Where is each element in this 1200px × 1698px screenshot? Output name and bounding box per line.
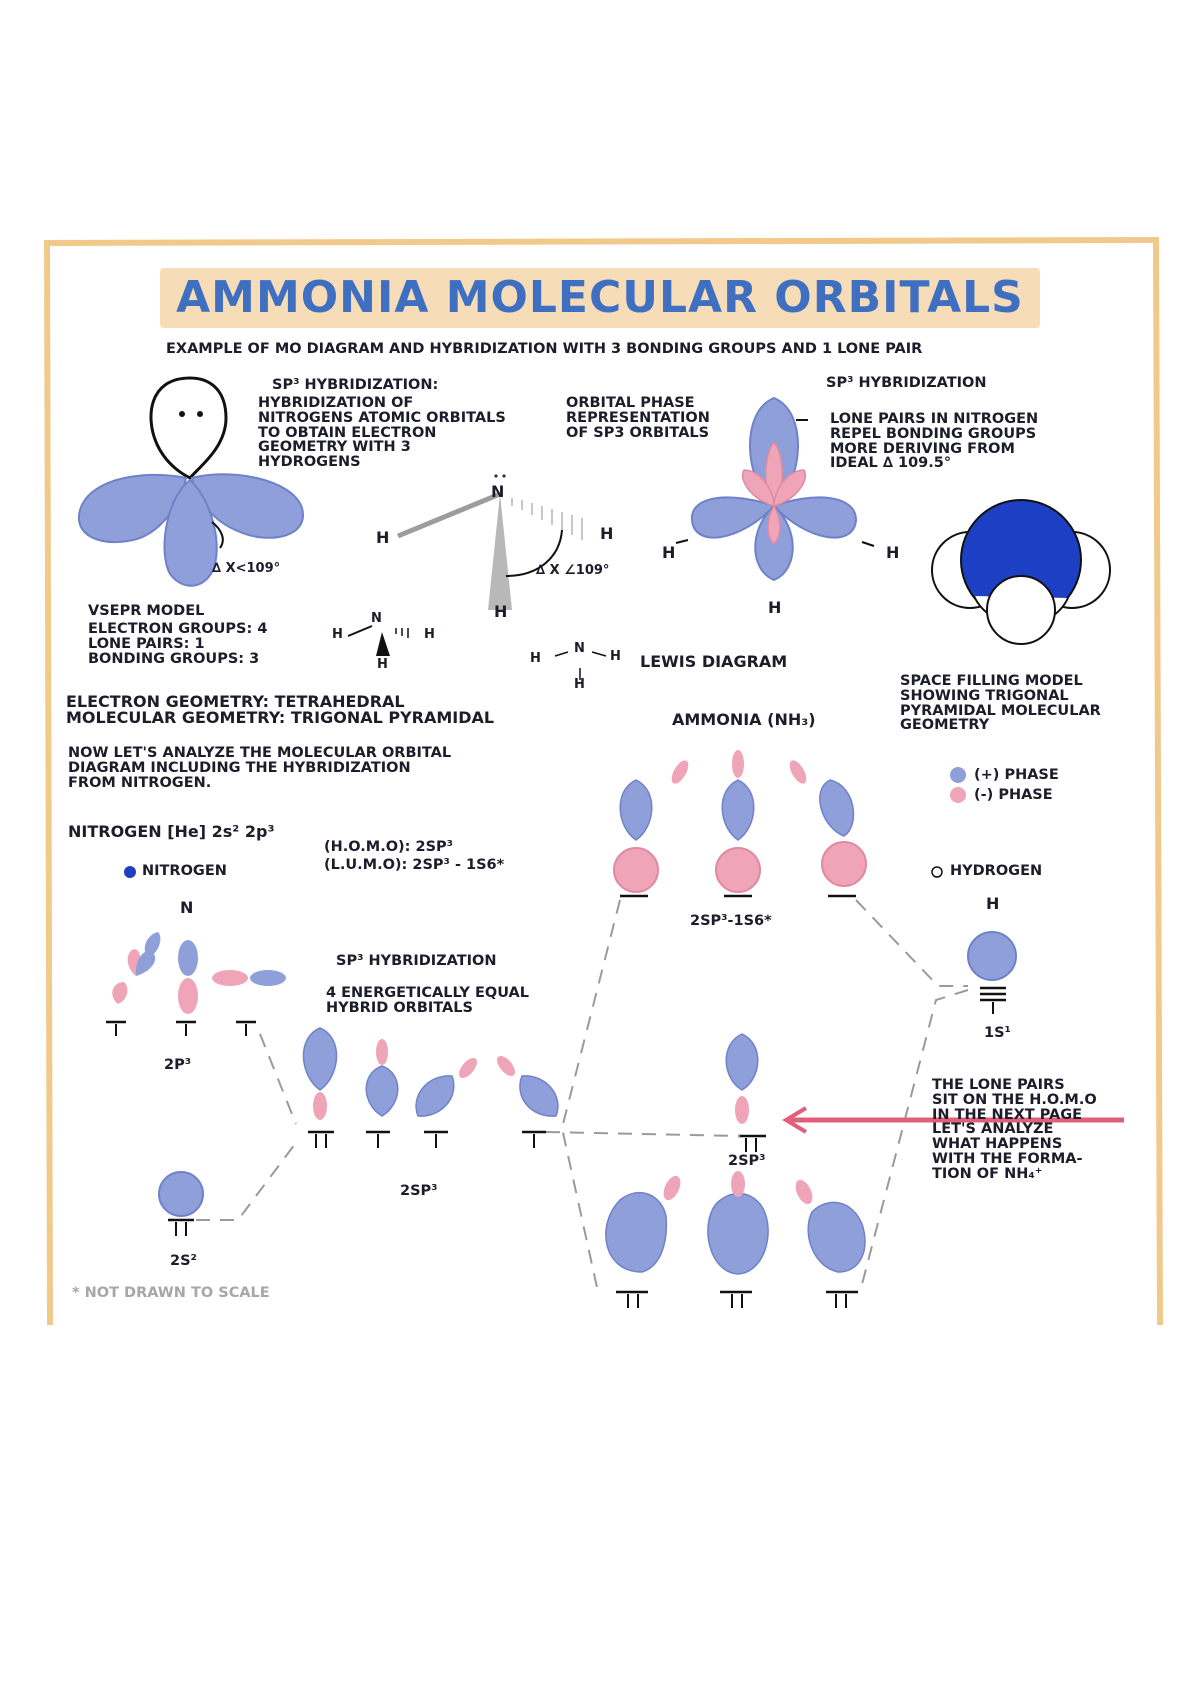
atom-h-left: H: [376, 528, 390, 547]
subtitle: EXAMPLE OF MO DIAGRAM AND HYBRIDIZATION …: [166, 341, 923, 357]
lewis-h-left: H: [530, 651, 541, 666]
atom-h-phase-bottom: H: [768, 598, 782, 617]
wedge-n: N: [371, 611, 382, 626]
lewis-h-bottom: H: [574, 677, 585, 692]
angle-label-center: ∆ X ∠109°: [536, 563, 610, 578]
vsepr-lines: ELECTRON GROUPS: 4 LONE PAIRS: 1 BONDING…: [88, 621, 268, 667]
nitrogen-configuration: NITROGEN [He] 2s² 2p³: [68, 822, 275, 841]
plus-phase-dot: [950, 767, 966, 783]
hydrogen-dot: [931, 866, 943, 878]
antibonding-orbitals: [613, 750, 867, 893]
lumo-label: (L.U.M.O): 2SP³ - 1S6*: [324, 857, 505, 873]
atom-h-phase-right: H: [886, 543, 900, 562]
space-filling-note: SPACE FILLING MODEL SHOWING TRIGONAL PYR…: [900, 673, 1101, 734]
ammonia-label: AMMONIA (NH₃): [672, 710, 816, 729]
lewis-h-right: H: [610, 649, 621, 664]
nitrogen-label: NITROGEN: [142, 863, 227, 879]
small-wedge-structure: [347, 625, 409, 656]
bonding-orbitals: [605, 1171, 866, 1275]
correlation-lines: [196, 899, 969, 1293]
homo-label: (H.O.M.O): 2SP³: [324, 839, 454, 855]
label-2sp3-hybrids: 2SP³: [400, 1183, 438, 1199]
hydrogen-atom-symbol: H: [986, 894, 1000, 913]
label-2p3: 2P³: [164, 1057, 192, 1073]
title-banner: AMMONiA MOLECULAR ORBiTALS: [160, 268, 1040, 328]
sp3-hybrid-orbitals: [302, 1027, 559, 1120]
label-1s1: 1S¹: [984, 1025, 1011, 1041]
lone-pairs-homo-note: THE LONE PAIRS SIT ON THE H.O.M.O IN THE…: [932, 1077, 1097, 1182]
lewis-n: N: [574, 641, 585, 656]
page-title: AMMONiA MOLECULAR ORBiTALS: [176, 272, 1024, 323]
hydrogen-label: HYDROGEN: [950, 863, 1043, 879]
nitrogen-2p-orbitals: [112, 932, 286, 1014]
homo-pointer-arrow: [782, 1106, 1124, 1134]
orbital-phase-model: [675, 396, 875, 582]
antibonding-label: 2SP³-1S6*: [690, 913, 772, 929]
legend-plus: (+) PHASE: [974, 767, 1059, 783]
electron-arrows: [115, 1002, 994, 1308]
lewis-structure: [554, 651, 607, 680]
lone-pair-note: LONE PAIRS IN NITROGEN REPEL BONDING GRO…: [830, 411, 1039, 472]
homo-orbital: [725, 1033, 759, 1124]
wedge-h-left: H: [332, 627, 343, 642]
legend-minus: (-) PHASE: [974, 787, 1053, 803]
2s-orbital: [158, 1171, 204, 1217]
label-2sp3-homo: 2SP³: [728, 1153, 766, 1169]
wedge-h-bottom: H: [377, 657, 388, 672]
label-2s2: 2S²: [170, 1253, 197, 1269]
sp3-note-heading: SP³ HYBRIDIZATION:: [272, 377, 439, 393]
hydrogen-1s-orbital: [967, 931, 1017, 981]
sp3-note-body: HYBRIDIZATION OF NITROGENS ATOMIC ORBITA…: [258, 395, 506, 471]
nitrogen-dot: [124, 866, 136, 878]
not-to-scale-note: * NOT DRAWN TO SCALE: [72, 1285, 270, 1301]
atom-h-bottom: H: [494, 602, 508, 621]
atom-h-right: H: [600, 524, 614, 543]
analyze-note: NOW LET'S ANALYZE THE MOLECULAR ORBITAL …: [68, 745, 452, 791]
atom-h-phase-left: H: [662, 543, 676, 562]
angle-label-left: ∆ X<109°: [212, 561, 281, 576]
sp3-heading-right: SP³ HYBRIDIZATION: [826, 375, 987, 391]
space-filling-model: [931, 499, 1111, 645]
energetically-equal-note: 4 ENERGETICALLY EQUAL HYBRID ORBITALS: [326, 985, 529, 1016]
energy-levels: [106, 894, 1006, 1294]
orbital-phase-note: ORBITAL PHASE REPRESENTATION OF SP3 ORBI…: [566, 395, 710, 441]
lewis-diagram-label: LEWIS DIAGRAM: [640, 652, 788, 671]
wedge-dash-geometry: [397, 474, 583, 610]
atom-n-center: N: [491, 482, 505, 501]
sp3-lobes-model: [77, 376, 304, 587]
vsepr-heading: VSEPR MODEL: [88, 603, 205, 619]
geometry-lines: ELECTRON GEOMETRY: TETRAHEDRAL MOLECULAR…: [66, 692, 495, 728]
page-frame: [43, 236, 1163, 1326]
minus-phase-dot: [950, 787, 966, 803]
sp3-hybrid-heading: SP³ HYBRIDIZATION: [336, 953, 497, 969]
wedge-h-right: H: [424, 627, 435, 642]
nitrogen-atom-symbol: N: [180, 898, 194, 917]
